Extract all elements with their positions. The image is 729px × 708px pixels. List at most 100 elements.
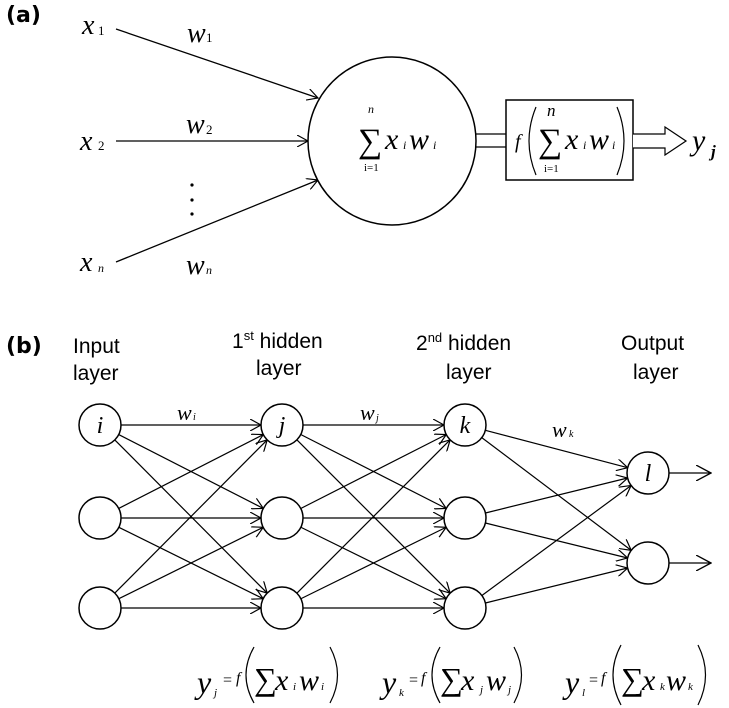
svg-text:f: f bbox=[515, 131, 523, 153]
summation-neuron bbox=[307, 56, 477, 226]
node-hidden2-3 bbox=[443, 586, 487, 630]
panel-b-label: (b) bbox=[6, 334, 42, 359]
svg-text:x: x bbox=[384, 123, 399, 156]
svg-text:w: w bbox=[299, 664, 319, 697]
svg-text:w: w bbox=[486, 664, 506, 697]
svg-text:y: y bbox=[379, 664, 397, 700]
svg-text:n: n bbox=[547, 101, 556, 120]
svg-text:j: j bbox=[374, 413, 379, 424]
node-label-hidden2: k bbox=[460, 413, 471, 439]
edge-hidden22-to-output1 bbox=[485, 478, 627, 514]
svg-text:x: x bbox=[274, 664, 289, 697]
svg-text:i: i bbox=[193, 412, 196, 423]
svg-text:x: x bbox=[79, 126, 93, 157]
svg-text:∑: ∑ bbox=[538, 123, 562, 160]
svg-text:x: x bbox=[460, 664, 475, 697]
layer-label-hidden2: 2nd hidden layer bbox=[416, 330, 511, 384]
weight-wn-label: w n bbox=[186, 250, 212, 281]
layer-label-input: Input layer bbox=[73, 335, 120, 385]
edge-xn bbox=[115, 180, 318, 263]
svg-text:i: i bbox=[583, 138, 586, 152]
node-input-2 bbox=[78, 496, 122, 540]
weight-wk-label: w k bbox=[552, 417, 574, 442]
svg-text:∑: ∑ bbox=[621, 661, 644, 697]
svg-text:i: i bbox=[433, 138, 436, 152]
node-label-input: i bbox=[97, 413, 104, 439]
output-yj-label: y j bbox=[689, 124, 716, 161]
svg-text:w: w bbox=[360, 400, 375, 425]
node-label-hidden1: j bbox=[276, 413, 286, 439]
node-hidden1-3 bbox=[260, 586, 304, 630]
layer-label-hidden1: 1st hidden layer bbox=[232, 328, 323, 380]
edge-input3-to-hidden11 bbox=[114, 440, 267, 594]
svg-text:f: f bbox=[601, 670, 608, 687]
svg-text:Output: Output bbox=[621, 332, 684, 355]
svg-text:y: y bbox=[194, 664, 212, 700]
svg-text:=: = bbox=[409, 672, 418, 689]
edge-hidden21-to-output1 bbox=[485, 429, 627, 467]
connector-neuron-to-activation bbox=[476, 133, 506, 148]
node-output-1 bbox=[626, 451, 670, 495]
svg-text:=: = bbox=[589, 672, 598, 689]
svg-text:=: = bbox=[223, 672, 232, 689]
svg-text:f: f bbox=[421, 670, 428, 687]
edge-input3-to-hidden12 bbox=[118, 527, 263, 600]
svg-text:k: k bbox=[660, 681, 666, 693]
equation-yk: y k = f ∑ x j w j bbox=[379, 646, 523, 704]
svg-text:w: w bbox=[589, 123, 609, 156]
ellipsis-dots bbox=[190, 183, 194, 216]
node-output-2 bbox=[626, 541, 670, 585]
node-hidden2-2 bbox=[443, 496, 487, 540]
svg-text:1st hidden: 1st hidden bbox=[232, 328, 323, 353]
weight-wi-label: w i bbox=[177, 400, 196, 425]
svg-text:w: w bbox=[187, 18, 206, 49]
output-arrow bbox=[633, 125, 688, 157]
svg-text:x: x bbox=[641, 664, 656, 697]
svg-text:i=1: i=1 bbox=[364, 162, 379, 174]
svg-text:i=1: i=1 bbox=[544, 163, 559, 175]
edge-hidden12-to-hidden21 bbox=[300, 435, 447, 510]
svg-text:k: k bbox=[399, 687, 405, 699]
svg-text:n: n bbox=[368, 102, 374, 116]
panel-a-label: (a) bbox=[6, 3, 41, 28]
svg-text:1: 1 bbox=[206, 30, 213, 45]
svg-text:w: w bbox=[177, 400, 192, 425]
edge-hidden23-to-output1 bbox=[481, 485, 631, 597]
input-x2-label: x 2 bbox=[79, 126, 105, 157]
network-edges bbox=[114, 425, 711, 608]
svg-text:w: w bbox=[409, 123, 429, 156]
svg-text:Input: Input bbox=[73, 335, 120, 358]
equation-yj: y j = f ∑ x i w i bbox=[194, 646, 339, 704]
svg-text:∑: ∑ bbox=[440, 661, 463, 697]
input-x1-label: x 1 bbox=[81, 10, 105, 41]
weight-wj-label: w j bbox=[360, 400, 379, 425]
edge-input2-to-hidden11 bbox=[118, 435, 264, 509]
svg-text:j: j bbox=[212, 687, 217, 699]
svg-text:n: n bbox=[98, 261, 104, 275]
svg-text:∑: ∑ bbox=[254, 661, 277, 697]
weight-w1-label: w 1 bbox=[187, 18, 213, 49]
svg-text:∑: ∑ bbox=[358, 123, 382, 160]
svg-text:k: k bbox=[688, 681, 694, 693]
node-input-1 bbox=[78, 403, 122, 447]
node-input-3 bbox=[78, 586, 122, 630]
svg-text:j: j bbox=[708, 142, 716, 161]
activation-function-box bbox=[505, 99, 634, 181]
svg-text:i: i bbox=[293, 681, 296, 693]
node-hidden1-1 bbox=[260, 403, 304, 447]
svg-text:i: i bbox=[403, 138, 406, 152]
node-hidden2-1 bbox=[443, 403, 487, 447]
svg-text:1: 1 bbox=[98, 23, 105, 38]
equation-yl: y l = f ∑ x k w k bbox=[562, 644, 707, 706]
svg-text:l: l bbox=[582, 687, 585, 699]
edge-hidden21-to-output2 bbox=[481, 437, 631, 551]
edge-hidden23-to-output2 bbox=[485, 568, 627, 604]
svg-text:w: w bbox=[666, 664, 686, 697]
svg-text:layer: layer bbox=[73, 362, 119, 385]
svg-text:j: j bbox=[478, 684, 483, 696]
summation-formula: ∑ n i=1 x i w i bbox=[358, 102, 436, 174]
edge-hidden13-to-hidden22 bbox=[300, 527, 446, 600]
svg-text:layer: layer bbox=[256, 357, 302, 380]
